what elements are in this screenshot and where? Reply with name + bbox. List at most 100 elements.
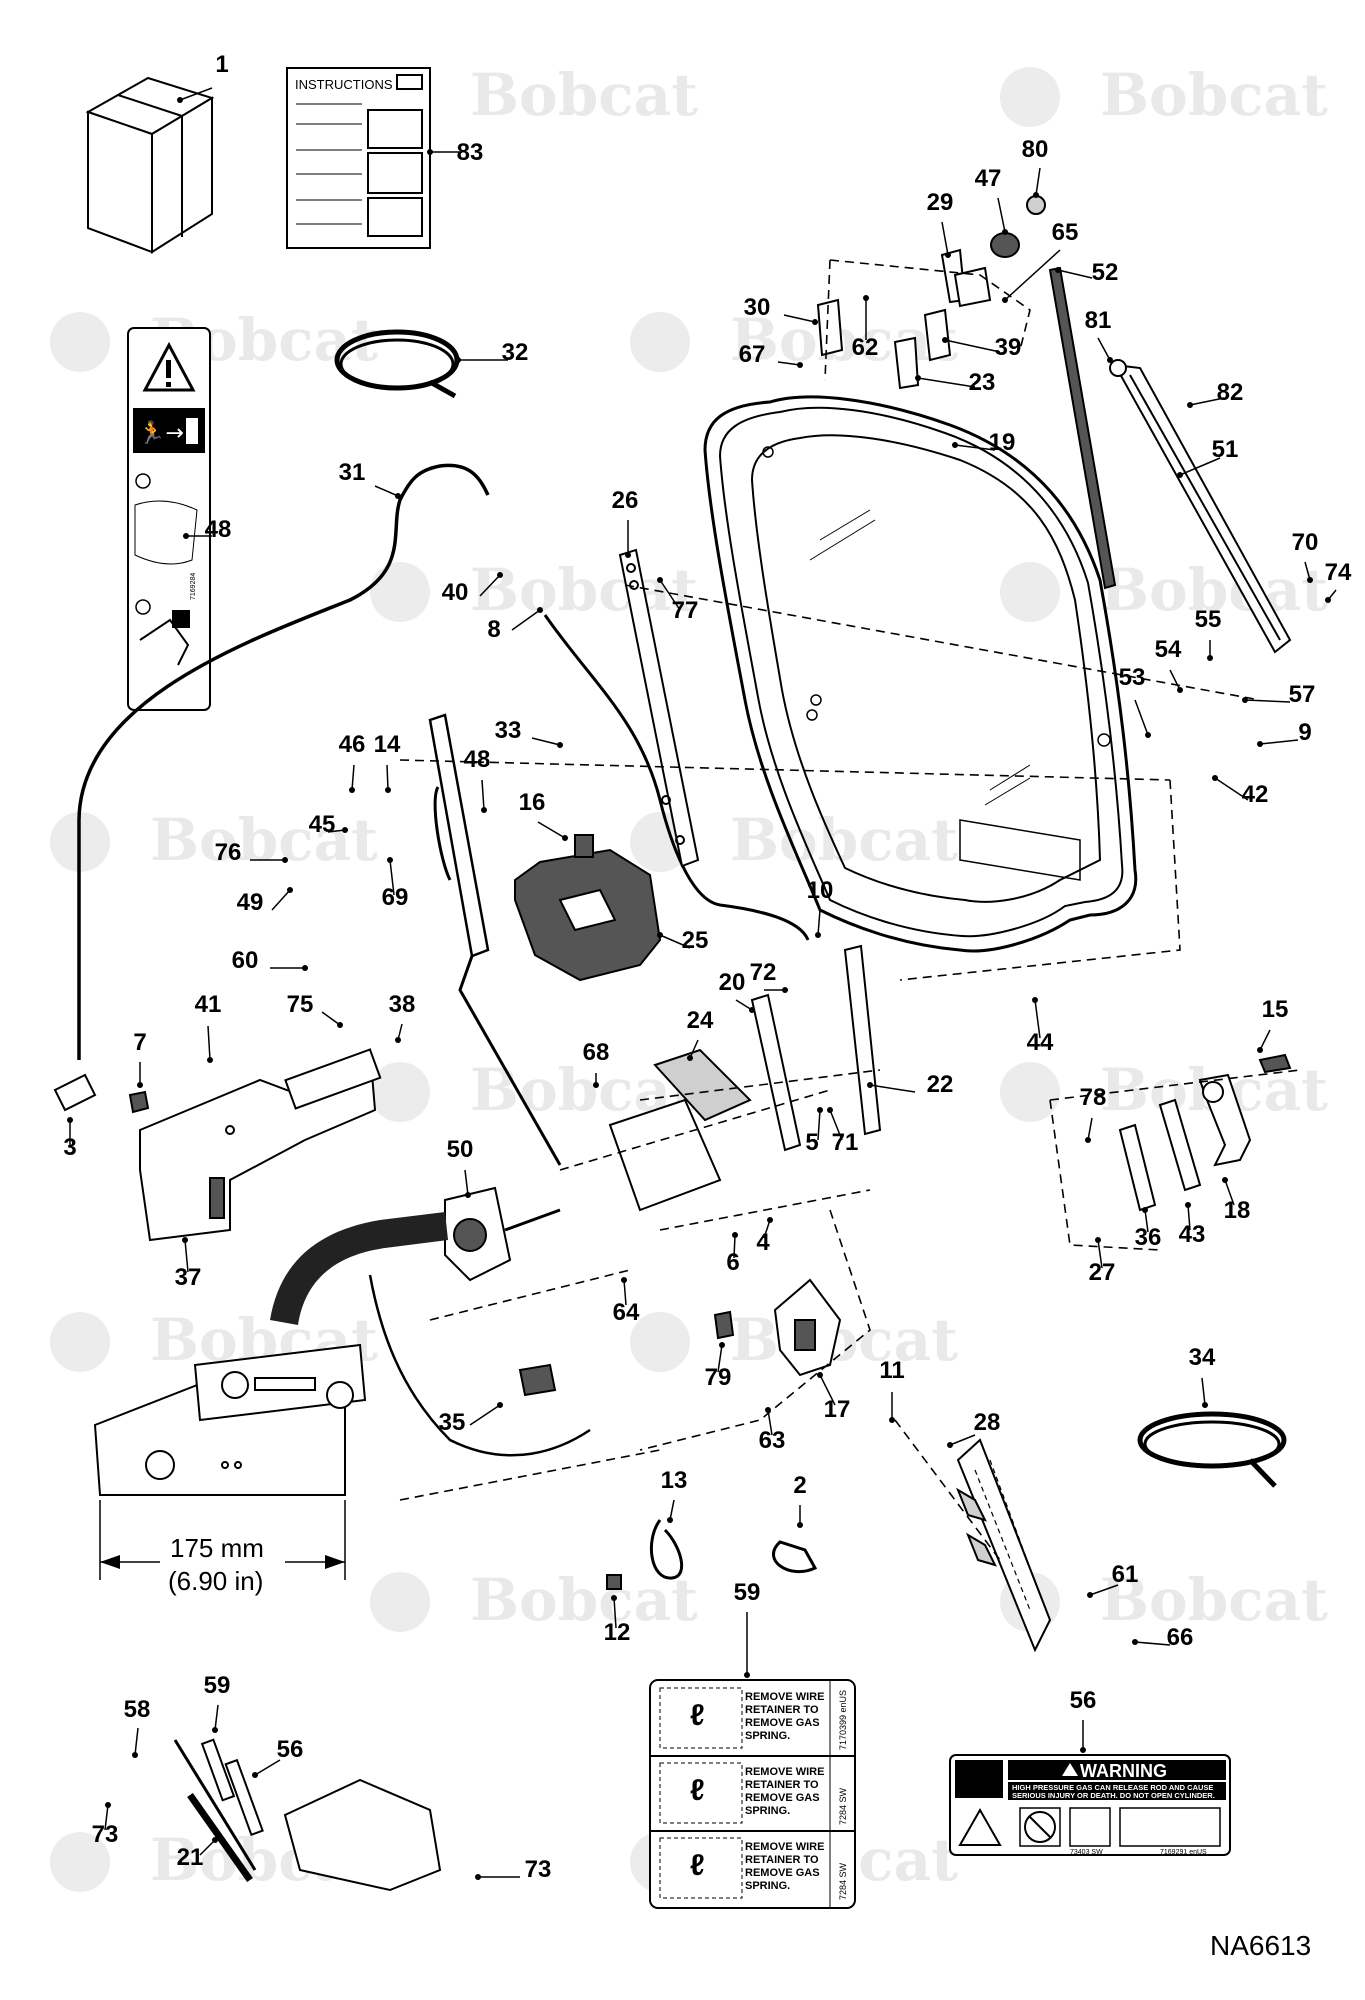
- callout-dot: [1177, 687, 1183, 693]
- callout-label: 54: [1155, 636, 1182, 663]
- cable-31: [77, 463, 490, 1060]
- watermark-logo: [370, 1572, 430, 1632]
- callout-label: 47: [975, 165, 1002, 192]
- callout-leader: [389, 859, 395, 896]
- callout-dot: [1002, 297, 1008, 303]
- callout-label: 50: [447, 1136, 474, 1163]
- callout-leader: [1189, 397, 1225, 406]
- callout-leader: [537, 821, 566, 839]
- callout-label: 20: [719, 969, 746, 996]
- callout-dot: [207, 1057, 213, 1063]
- callout-label: 79: [705, 1364, 732, 1391]
- callout-dot: [1187, 402, 1193, 408]
- callout-leader: [1097, 1239, 1103, 1269]
- part-cover-25: [514, 848, 662, 982]
- part-door-panel-section: [955, 1438, 1052, 1653]
- watermark-text: Bobcat: [1100, 61, 1328, 129]
- part-hinge-30: [816, 298, 844, 357]
- callout-leader: [944, 339, 1001, 353]
- callout-dot: [137, 1082, 143, 1088]
- part-plate-23: [893, 336, 920, 390]
- callout-dot: [657, 932, 663, 938]
- callout-label: 60: [232, 947, 259, 974]
- callout-dot: [749, 1007, 755, 1013]
- part-seal-coil-34: [1137, 1411, 1287, 1488]
- callout-leader: [669, 1499, 675, 1521]
- callout-leader: [1304, 561, 1311, 581]
- callout-leader: [254, 1759, 281, 1776]
- callout-dot: [782, 987, 788, 993]
- part-gas-spring-21: [173, 1738, 442, 1892]
- decal-59-line: RETAINER TO: [745, 1704, 819, 1716]
- part-door-handle-18: [1198, 1073, 1252, 1167]
- svg-text:ℓ: ℓ: [690, 1774, 705, 1807]
- callout-label: 73: [92, 1821, 119, 1848]
- callout-label: 27: [1089, 1259, 1116, 1286]
- watermark-logo: [50, 1832, 110, 1892]
- decal-48-code: 7169284: [190, 573, 197, 600]
- callout-dot: [67, 1117, 73, 1123]
- callout-dot: [132, 1752, 138, 1758]
- callout-dot: [611, 1595, 617, 1601]
- callout-label: 34: [1189, 1344, 1216, 1371]
- callout-label: 52: [1092, 259, 1119, 286]
- callout-label: 8: [487, 616, 500, 643]
- callout-dot: [817, 1107, 823, 1113]
- callout-label: 58: [124, 1696, 151, 1723]
- callout-dot: [1202, 1402, 1208, 1408]
- callout-label: 39: [995, 334, 1022, 361]
- callout-label: 40: [442, 579, 469, 606]
- part-wiper-arm-51: [1109, 359, 1292, 654]
- callout-dot: [212, 1837, 218, 1843]
- callout-leader: [817, 1109, 821, 1141]
- callout-dot: [497, 1402, 503, 1408]
- callout-label: 29: [927, 189, 954, 216]
- callout-leader: [783, 314, 816, 323]
- callout-label: 59: [734, 1579, 761, 1606]
- callout-dot: [287, 887, 293, 893]
- part-plate-24: [653, 1048, 752, 1122]
- callout-dot: [952, 442, 958, 448]
- callout-label: 5: [805, 1129, 818, 1156]
- part-nut-12: [606, 1574, 622, 1590]
- callout-dot: [1207, 655, 1213, 661]
- callout-dot: [337, 1022, 343, 1028]
- callout-label: 59: [204, 1672, 231, 1699]
- callout-leader: [1201, 1377, 1206, 1406]
- callout-leader: [1259, 1029, 1271, 1051]
- callout-label: 51: [1212, 436, 1239, 463]
- callout-leader: [271, 889, 291, 911]
- decal-59-code-1: 7170399 enUS: [838, 1690, 848, 1750]
- callout-leader: [199, 1839, 216, 1856]
- svg-text:🏃→: 🏃→: [138, 420, 184, 446]
- callout-leader: [1179, 457, 1221, 476]
- callout-leader: [1214, 777, 1249, 801]
- callout-label: 48: [464, 746, 491, 773]
- callout-leader: [207, 1025, 211, 1061]
- callout-dot: [797, 1522, 803, 1528]
- callout-label: 22: [927, 1071, 954, 1098]
- callout-dot: [1107, 357, 1113, 363]
- part-hinge-29: [940, 248, 992, 308]
- callout-label: 21: [177, 1844, 204, 1871]
- watermark-text: Bobcat: [470, 61, 698, 129]
- decal-59-code-3: 7284 SW: [838, 1862, 848, 1900]
- callout-leader: [351, 764, 355, 791]
- warning-code-right: 7169291 enUS: [1160, 1849, 1207, 1856]
- callout-leader: [1244, 699, 1291, 703]
- callout-dot: [863, 295, 869, 301]
- warning-heading: WARNING: [1080, 1761, 1167, 1781]
- callout-label: 12: [604, 1619, 631, 1646]
- callout-label: 42: [1242, 781, 1269, 808]
- callout-dot: [1212, 775, 1218, 781]
- decal-59-code-2: 7284 SW: [838, 1787, 848, 1825]
- decal-59-line: SPRING.: [745, 1880, 790, 1892]
- callout-leader: [1035, 167, 1041, 196]
- callout-dot: [1307, 577, 1313, 583]
- watermark-text: Bobcat: [730, 806, 958, 874]
- callout-leader: [819, 1374, 836, 1406]
- callout-leader: [869, 1084, 916, 1093]
- callout-label: 74: [1325, 559, 1352, 586]
- callout-leader: [386, 764, 389, 791]
